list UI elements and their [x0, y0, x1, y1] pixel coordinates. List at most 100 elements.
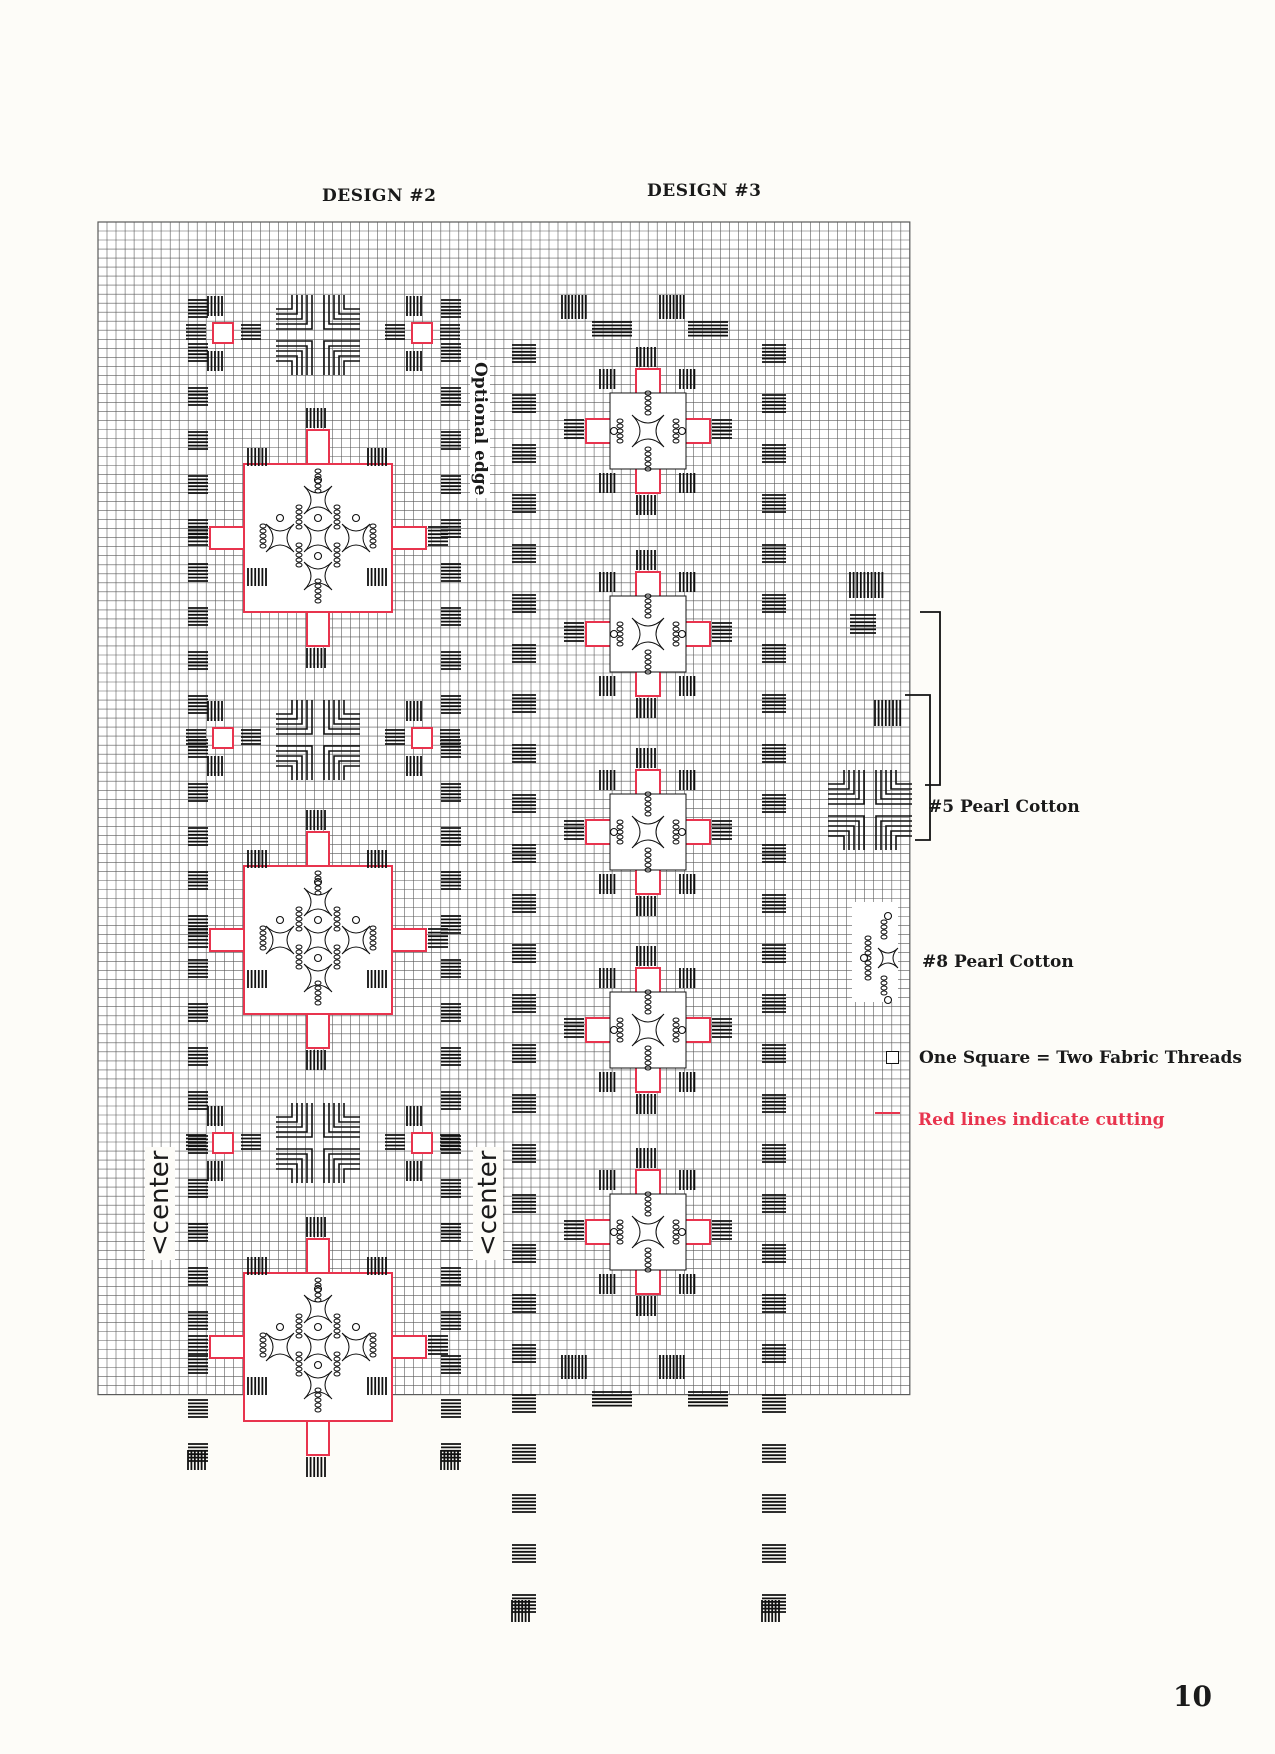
- woven-bar: [644, 1191, 652, 1217]
- star-stitch: [328, 700, 360, 730]
- cut-square: [411, 322, 433, 344]
- kloster-block: [512, 494, 536, 513]
- kloster-block: [512, 1144, 536, 1163]
- star-stitch: [323, 745, 360, 780]
- kloster-block: [679, 1072, 696, 1092]
- star-stitch: [323, 1103, 360, 1138]
- kloster-block: [441, 739, 461, 758]
- woven-bar: [295, 944, 303, 970]
- kloster-block: [762, 794, 786, 813]
- star-stitch: [895, 770, 912, 785]
- kloster-block: [188, 1355, 208, 1374]
- cut-square: [212, 727, 234, 749]
- kloster-block: [188, 387, 208, 406]
- star-stitch: [343, 360, 360, 375]
- kloster-block: [512, 994, 536, 1013]
- kloster-block: [762, 1194, 786, 1213]
- legend-pearl8: #8 Pearl Cotton: [922, 952, 1074, 972]
- cut-square: [212, 322, 234, 344]
- kloster-block: [679, 369, 696, 389]
- dove-eye-filling: [631, 1215, 665, 1249]
- star-stitch: [323, 295, 360, 330]
- star-stitch: [828, 825, 855, 850]
- kloster-block: [441, 1003, 461, 1022]
- star-stitch: [328, 1153, 360, 1183]
- kloster-block: [441, 959, 461, 978]
- kloster-block: [207, 1161, 223, 1181]
- woven-bar: [616, 1017, 624, 1043]
- kloster-block: [679, 1170, 696, 1190]
- kloster-block: [599, 874, 616, 894]
- kloster-block: [512, 1344, 536, 1363]
- kloster-block: [636, 698, 656, 718]
- kloster-block: [599, 770, 616, 790]
- kloster-block: [592, 1391, 632, 1407]
- dove-eye-filling: [631, 617, 665, 651]
- star-stitch: [828, 770, 845, 785]
- kloster-block: [306, 810, 326, 830]
- kloster-block: [241, 324, 261, 340]
- woven-bar: [314, 578, 322, 604]
- kloster-block: [441, 1047, 461, 1066]
- picot: [609, 1025, 619, 1035]
- woven-bar: [369, 925, 377, 951]
- kloster-block: [247, 568, 267, 586]
- woven-bar: [644, 390, 652, 416]
- kloster-block: [367, 448, 387, 466]
- kloster-block: [512, 1594, 536, 1613]
- kloster-block: [428, 526, 448, 546]
- kloster-block: [512, 744, 536, 763]
- cut-square: [411, 727, 433, 749]
- kloster-block: [441, 827, 461, 846]
- dove-eye-filling: [265, 925, 295, 955]
- kloster-block: [762, 694, 786, 713]
- kloster-block: [385, 324, 405, 340]
- star-stitch: [276, 1103, 303, 1128]
- star-stitch: [880, 820, 912, 850]
- kloster-block: [207, 1106, 223, 1126]
- kloster-block: [762, 444, 786, 463]
- kloster-block: [187, 1450, 206, 1470]
- woven-bar: [333, 542, 341, 568]
- kloster-block: [441, 695, 461, 714]
- kloster-block: [599, 572, 616, 592]
- kloster-block: [599, 369, 616, 389]
- star-stitch: [890, 770, 912, 790]
- kloster-block: [186, 729, 206, 745]
- kloster-block: [762, 844, 786, 863]
- star-stitch: [276, 350, 303, 375]
- picot: [313, 551, 323, 561]
- picot: [609, 1227, 619, 1237]
- kloster-block: [188, 1179, 208, 1198]
- star-stitch: [276, 1103, 298, 1123]
- kloster-block: [636, 748, 656, 768]
- design-2-title: DESIGN #2: [322, 186, 437, 206]
- kloster-block: [367, 1257, 387, 1275]
- kloster-block: [188, 343, 208, 362]
- star-stitch: [276, 1158, 303, 1183]
- kloster-block: [188, 1223, 208, 1242]
- dove-eye-filling: [341, 1332, 371, 1362]
- kloster-block: [712, 1018, 732, 1038]
- kloster-block: [636, 896, 656, 916]
- picot: [275, 915, 285, 925]
- picot: [677, 629, 687, 639]
- kloster-block: [712, 1220, 732, 1240]
- picot: [609, 426, 619, 436]
- kloster-block: [679, 572, 696, 592]
- star-stitch: [885, 825, 912, 850]
- kloster-block: [441, 563, 461, 582]
- kloster-block: [762, 1044, 786, 1063]
- kloster-block: [188, 1267, 208, 1286]
- kloster-block: [712, 622, 732, 642]
- kloster-block: [762, 944, 786, 963]
- kloster-block: [762, 1594, 786, 1613]
- kloster-block: [188, 783, 208, 802]
- dove-eye-filling: [631, 414, 665, 448]
- kloster-block: [636, 550, 656, 570]
- kloster-block: [762, 394, 786, 413]
- kloster-block: [241, 1134, 261, 1150]
- kloster-block: [636, 347, 656, 367]
- kloster-block: [636, 946, 656, 966]
- picot: [275, 513, 285, 523]
